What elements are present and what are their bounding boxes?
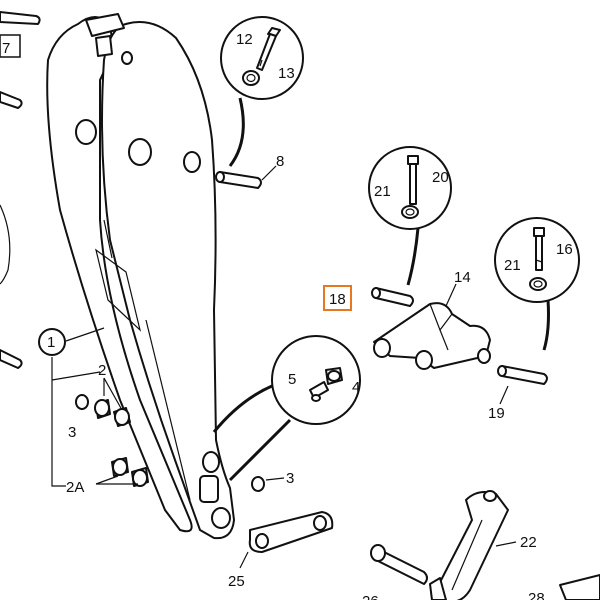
- pin-26[interactable]: [370, 544, 428, 585]
- label-16[interactable]: 16: [556, 241, 573, 258]
- label-4[interactable]: 4: [352, 379, 360, 396]
- label-21-upper[interactable]: 21: [374, 183, 391, 200]
- detail-circle-bolt-16: [494, 217, 580, 351]
- pin-19[interactable]: [497, 365, 548, 385]
- label-2[interactable]: 2: [98, 362, 106, 379]
- part-28-edge: [559, 574, 600, 600]
- label-19[interactable]: 19: [488, 405, 505, 422]
- label-2A[interactable]: 2A: [66, 479, 84, 496]
- detail-circle-bolt-12: [220, 16, 304, 167]
- label-14[interactable]: 14: [454, 269, 471, 286]
- label-3-upper[interactable]: 3: [68, 424, 76, 441]
- pin-8[interactable]: [215, 171, 262, 189]
- link-bracket-14[interactable]: [373, 302, 491, 370]
- label-25[interactable]: 25: [228, 573, 245, 590]
- leader-1: [65, 327, 105, 342]
- bushings-2[interactable]: [75, 377, 131, 427]
- label-20[interactable]: 20: [432, 169, 449, 186]
- label-1-text: 1: [47, 334, 55, 351]
- bracket-1-2A: [51, 357, 66, 487]
- label-8[interactable]: 8: [276, 153, 284, 170]
- label-12[interactable]: 12: [236, 31, 253, 48]
- washer-3[interactable]: [251, 476, 265, 492]
- label-28[interactable]: 28: [528, 590, 545, 600]
- label-21-lower[interactable]: 21: [504, 257, 521, 274]
- label-7-text: 7: [2, 40, 10, 57]
- label-1[interactable]: 1: [38, 328, 66, 356]
- label-3-lower[interactable]: 3: [286, 470, 294, 487]
- link-plate-25[interactable]: [248, 511, 334, 553]
- detail-circle-grease-nipple: [212, 335, 361, 482]
- left-edge-parts: [0, 11, 41, 369]
- label-7[interactable]: 7: [0, 34, 21, 58]
- pin-18[interactable]: [371, 287, 414, 307]
- dipper-arm[interactable]: [46, 13, 235, 540]
- label-5[interactable]: 5: [288, 371, 296, 388]
- label-13[interactable]: 13: [278, 65, 295, 82]
- label-22[interactable]: 22: [520, 534, 537, 551]
- arm-22[interactable]: [429, 490, 509, 600]
- label-18-text: 18: [329, 291, 346, 308]
- label-26[interactable]: 26: [362, 593, 379, 600]
- label-18[interactable]: 18: [323, 285, 352, 311]
- bushings-2A[interactable]: [95, 457, 149, 487]
- leader-1-2: [51, 371, 101, 381]
- detail-circle-bolt-20: [368, 146, 452, 286]
